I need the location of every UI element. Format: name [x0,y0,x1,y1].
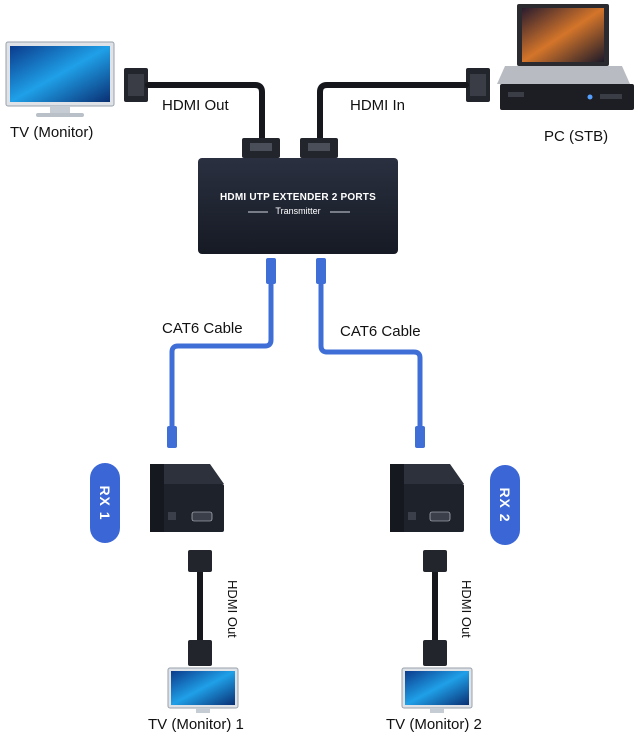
rx2-badge: RX 2 [490,465,520,545]
cat6-cable-label-right: CAT6 Cable [340,323,421,340]
hdmi-connector-icon [124,68,148,102]
rj45-plug-icon [167,426,425,448]
tv-monitor-1-icon [167,667,239,713]
hdmi-in-label: HDMI In [350,97,406,114]
receiver-rx2 [390,464,464,532]
hdmi-out-label-rx2: HDMI Out [459,580,474,638]
hdmi-connector-icon [466,68,490,102]
cat6-cable-label-left: CAT6 Cable [162,320,243,337]
hdmi-cable-rx1 [188,550,212,666]
hdmi-cable-rx2 [423,550,447,666]
hdmi-plug-icon [300,138,338,158]
tv-monitor-label: TV (Monitor) [10,124,94,141]
tv-monitor-icon [5,41,115,117]
tv-monitor-2-label: TV (Monitor) 2 [386,716,482,733]
hdmi-out-label: HDMI Out [162,97,229,114]
rx2-badge-label: RX 2 [497,487,513,523]
receiver-rx1 [150,464,224,532]
tv-monitor-1-label: TV (Monitor) 1 [148,716,244,733]
pc-stb-icon [497,4,634,110]
rx1-badge-label: RX 1 [97,485,113,521]
transmitter-title: HDMI UTP EXTENDER 2 PORTS [220,192,376,203]
rx1-badge: RX 1 [90,463,120,543]
hdmi-plug-icon [242,138,280,158]
transmitter-box [198,158,398,254]
tv-monitor-2-icon [401,667,473,713]
pc-stb-label: PC (STB) [544,128,609,145]
rj45-connector-icon [266,258,326,284]
transmitter-subtitle: Transmitter [275,206,321,216]
hdmi-out-label-rx1: HDMI Out [225,580,240,638]
